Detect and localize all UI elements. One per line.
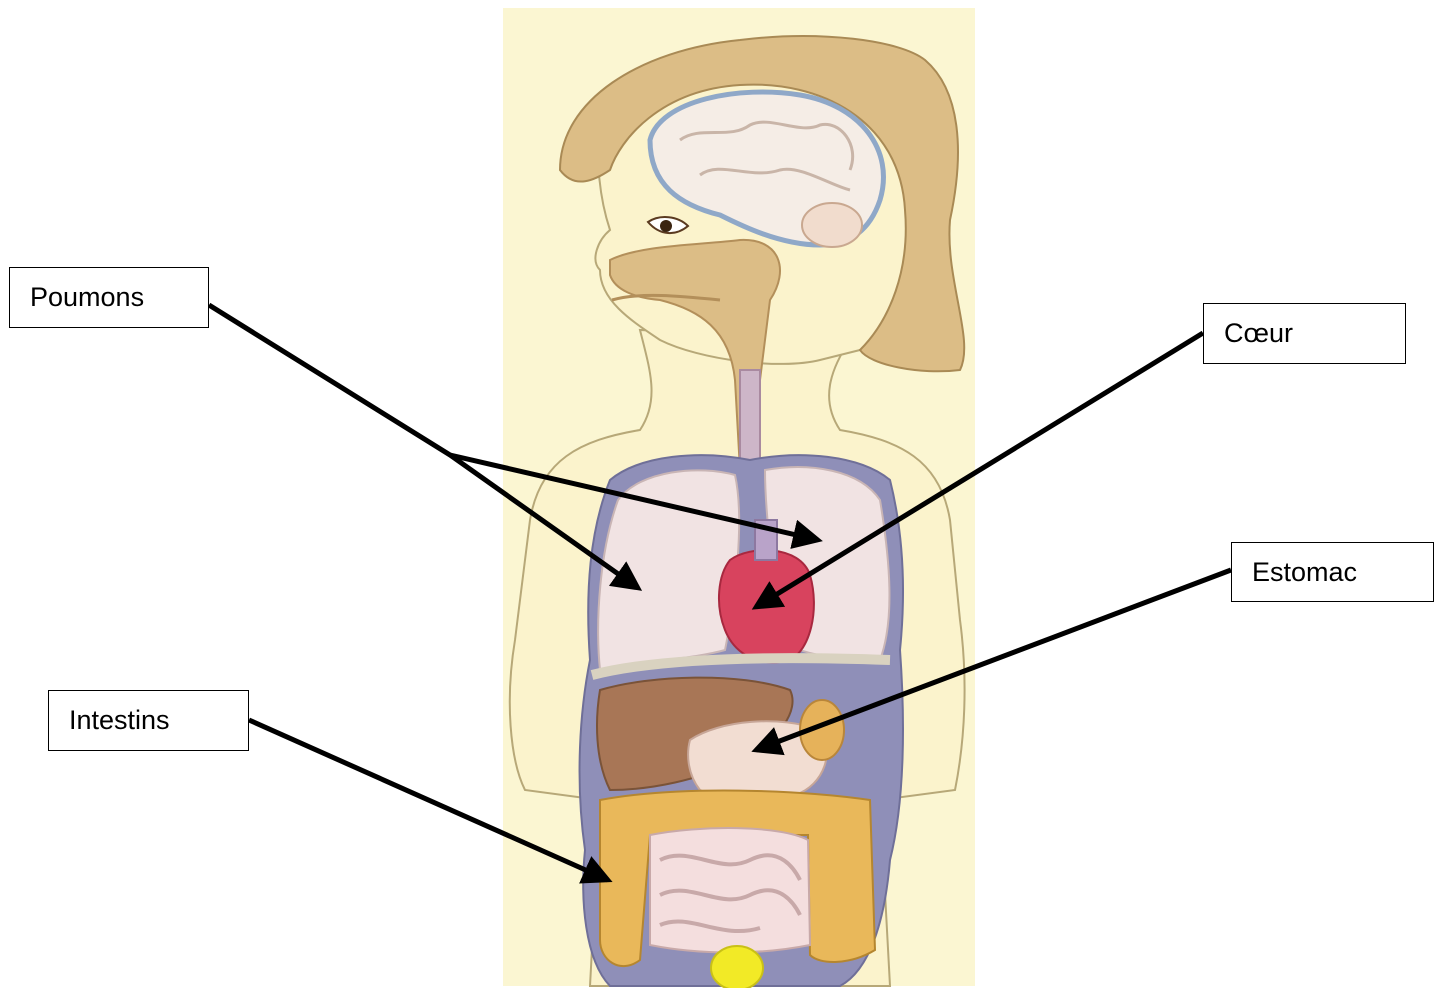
label-estomac: Estomac <box>1231 542 1434 602</box>
label-coeur-text: Cœur <box>1224 318 1293 349</box>
label-coeur: Cœur <box>1203 303 1406 364</box>
left-lung <box>598 470 739 670</box>
label-intestins-text: Intestins <box>69 705 170 736</box>
heart <box>719 550 814 662</box>
cerebellum <box>802 203 862 247</box>
label-poumons-text: Poumons <box>30 282 144 313</box>
label-poumons: Poumons <box>9 267 209 328</box>
label-intestins: Intestins <box>48 690 249 751</box>
label-estomac-text: Estomac <box>1252 557 1357 588</box>
bladder <box>711 946 763 988</box>
